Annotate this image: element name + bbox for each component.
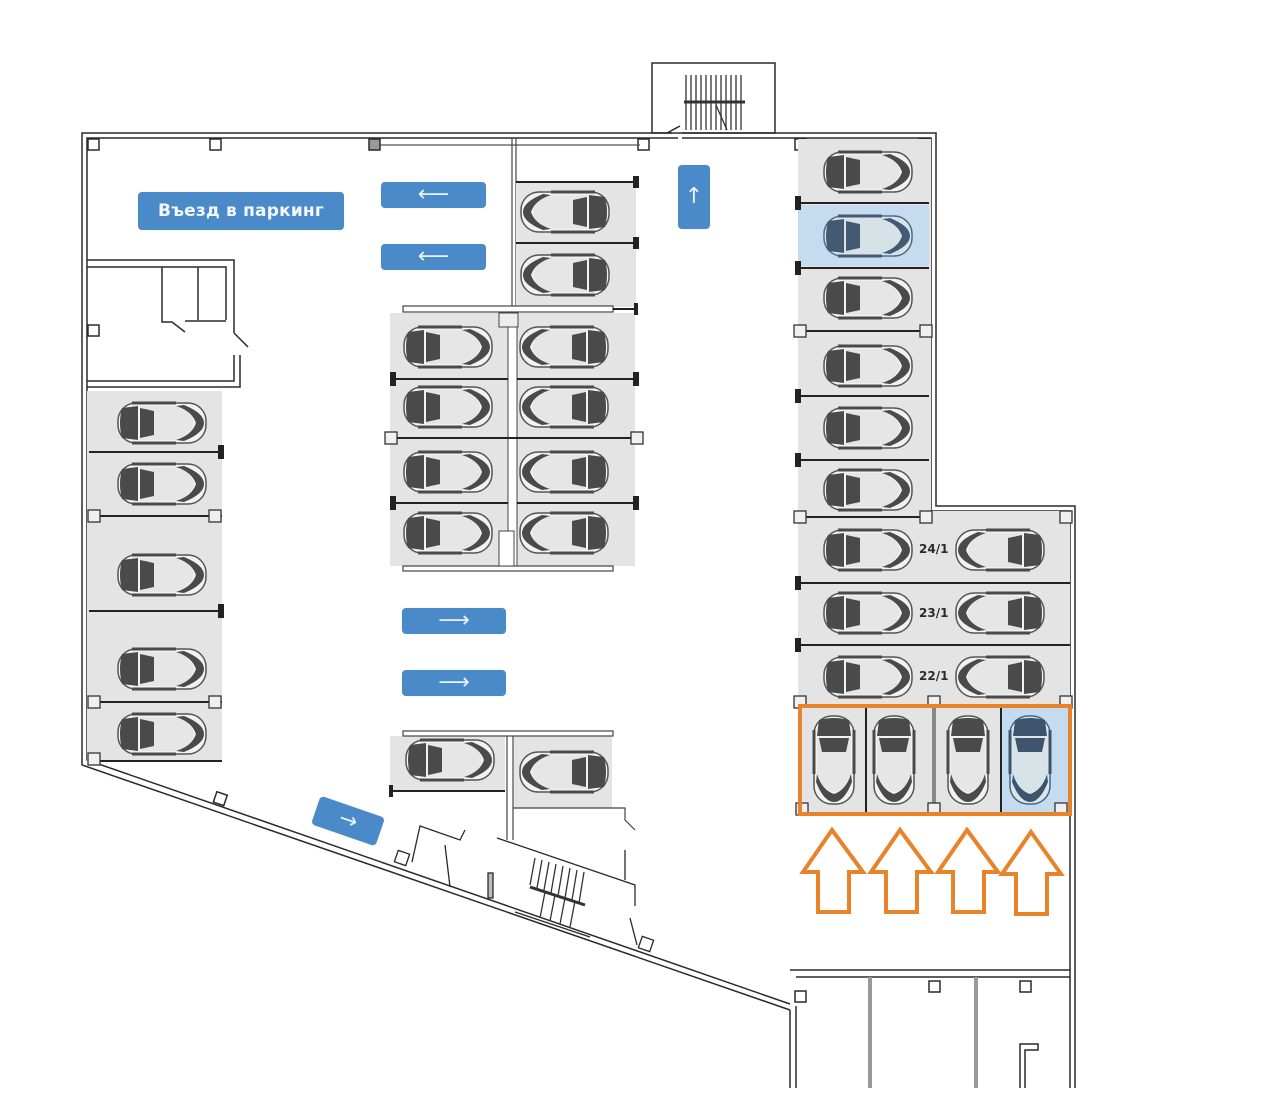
- car: [954, 528, 1046, 572]
- car-highlighted: [822, 214, 914, 258]
- arrow-left-icon: ⟵: [417, 182, 450, 207]
- car: [822, 344, 914, 388]
- car: [519, 190, 611, 234]
- car: [954, 655, 1046, 699]
- car: [116, 462, 208, 506]
- car: [822, 655, 914, 699]
- car: [822, 528, 914, 572]
- direction-sign-left-1: ⟵: [381, 182, 486, 208]
- car: [404, 738, 496, 782]
- center-top-spots: [516, 176, 639, 307]
- car: [822, 276, 914, 320]
- car: [518, 750, 610, 794]
- direction-sign-right-1: ⟶: [402, 608, 506, 634]
- entrance-sign: Въезд в паркинг: [138, 192, 344, 230]
- arrow-right-icon: ⟶: [438, 670, 470, 695]
- left-utility-room: [87, 259, 249, 388]
- car: [822, 406, 914, 450]
- car: [402, 325, 494, 369]
- car: [402, 511, 494, 555]
- bottom-staircase: [393, 825, 655, 953]
- center-block-spots: [384, 303, 644, 572]
- spot-label-23-1: 23/1: [919, 606, 949, 620]
- car: [874, 716, 914, 804]
- direction-sign-up: ↑: [678, 165, 710, 229]
- car: [518, 325, 610, 369]
- car: [116, 712, 208, 756]
- car: [814, 716, 854, 804]
- car: [116, 401, 208, 445]
- car: [402, 450, 494, 494]
- car: [518, 511, 610, 555]
- car: [116, 647, 208, 691]
- spot-label-22-1: 22/1: [919, 669, 949, 683]
- car: [1010, 716, 1050, 804]
- top-staircase: [651, 62, 776, 134]
- direction-sign-right-2: ⟶: [402, 670, 506, 696]
- direction-sign-left-2: ⟵: [381, 244, 486, 270]
- arrow-right-icon: →: [335, 805, 361, 836]
- entry-arrow-icon: [799, 826, 867, 914]
- car: [954, 591, 1046, 635]
- entry-arrow-icon: [934, 826, 1002, 914]
- arrow-right-icon: ⟶: [438, 608, 470, 633]
- selected-spot-group[interactable]: [795, 704, 1072, 816]
- arrow-up-icon: ↑: [684, 184, 704, 209]
- car: [948, 716, 988, 804]
- car: [822, 468, 914, 512]
- entry-arrow-icon: [998, 828, 1065, 916]
- car: [518, 385, 610, 429]
- spot-label-24-1: 24/1: [919, 542, 949, 556]
- entry-arrows: [799, 826, 1065, 916]
- entrance-sign-label: Въезд в паркинг: [158, 201, 324, 221]
- bottom-center-spots: [389, 730, 636, 840]
- car: [822, 150, 914, 194]
- car: [518, 450, 610, 494]
- car: [402, 385, 494, 429]
- car: [116, 553, 208, 597]
- entry-arrow-icon: [867, 826, 935, 914]
- selection-outline: [798, 704, 1072, 816]
- car: [519, 253, 611, 297]
- arrow-left-icon: ⟵: [417, 244, 450, 269]
- right-parking-column: [793, 139, 1073, 709]
- left-parking-column: [87, 391, 224, 766]
- car: [822, 591, 914, 635]
